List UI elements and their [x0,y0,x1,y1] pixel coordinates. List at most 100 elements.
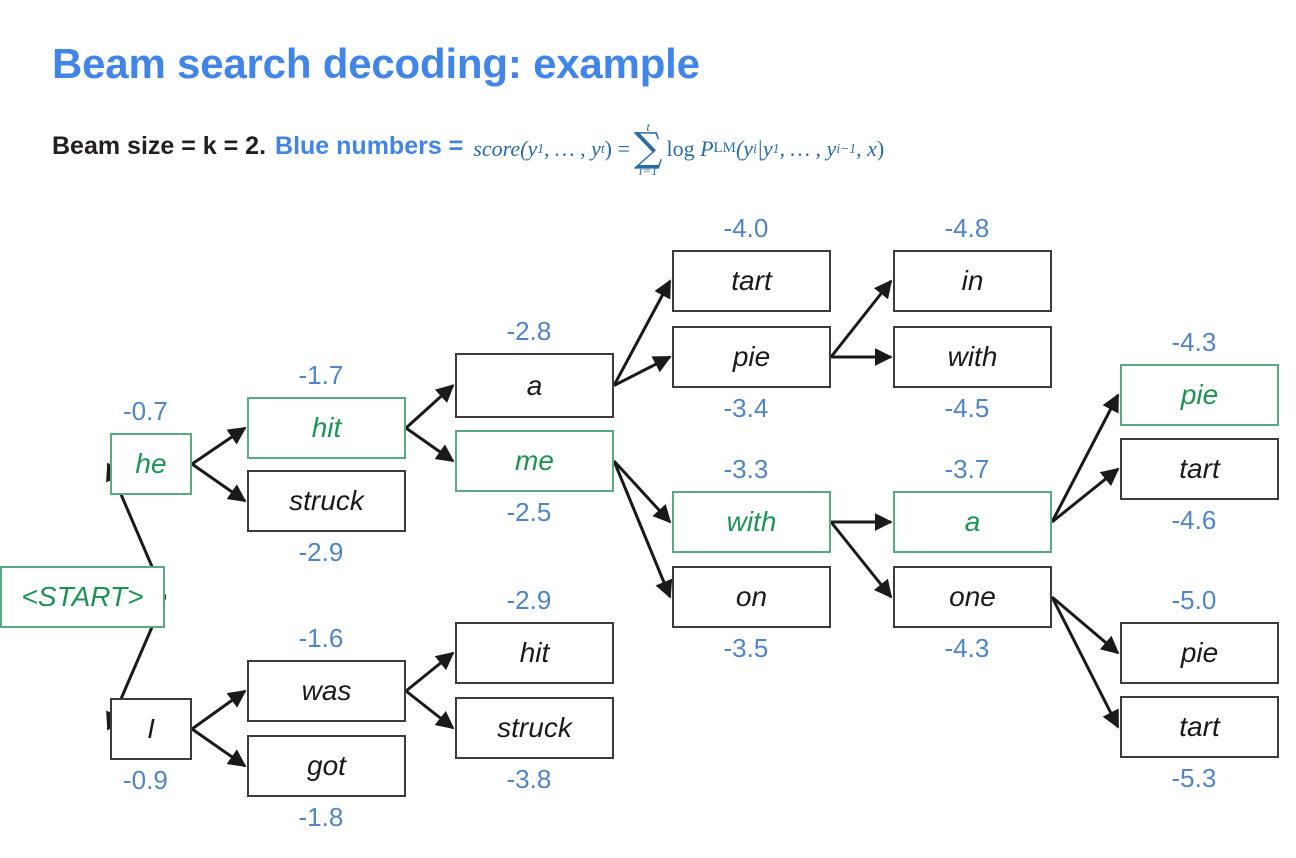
formula-p-sub: LM [713,140,736,156]
edge-a2-to-pie2 [1050,393,1120,523]
formula-lhs-mid: , … , y [544,135,601,161]
node-score-one: -4.3 [944,633,990,663]
edge-he-to-hit1 [191,426,247,466]
tree-node-pie1[interactable]: pie [672,326,831,388]
formula-args-mid: , … , y [779,135,837,161]
sigma-icon: ∑ [633,125,663,171]
tree-node-label: pie [1180,637,1219,668]
node-score-a1: -2.8 [506,316,552,346]
node-score-pie2: -4.3 [1171,327,1217,357]
formula-lhs-close: ) = [604,135,630,161]
tree-node-label: <START> [21,581,144,612]
tree-node-label: with [726,506,777,537]
formula-lhs: score(y [473,135,538,161]
summation-symbol: t ∑ i=1 [634,120,663,177]
node-score-struck1: -2.9 [298,537,344,567]
tree-node-label: tart [1179,711,1220,742]
formula-log: log [666,135,695,161]
formula-args-open: (y [735,135,754,161]
edge-hit1-to-me [405,426,455,463]
node-score-with2: -4.5 [944,393,990,423]
edge-a1-to-pie1 [613,355,672,387]
sum-lower-limit: i=1 [638,163,658,178]
edge-was-to-struck2 [405,689,455,730]
tree-node-pie3[interactable]: pie [1120,622,1279,684]
edge-hit1-to-a1 [404,384,455,430]
formula-p: P [700,135,714,161]
tree-node-struck2[interactable]: struck [455,697,614,759]
page-title: Beam search decoding: example [52,40,700,87]
node-score-with1: -3.3 [723,454,769,484]
node-score-i: -0.9 [123,765,168,795]
node-score-pie3: -5.0 [1171,585,1217,615]
beam-size-text: Beam size = k = 2. [52,131,267,160]
tree-node-tart3[interactable]: tart [1120,696,1279,758]
formula-args-close: ) [876,135,885,161]
node-score-hit1: -1.7 [298,360,344,390]
tree-node-label: a [526,369,543,401]
edge-he-to-struck1 [191,462,247,503]
formula-bar: |y [756,135,773,161]
tree-node-label: pie [732,341,771,372]
tree-node-hit1[interactable]: hit [247,397,406,459]
subtitle-row: Beam size = k = 2. Blue numbers = score(… [52,118,884,177]
tree-node-label: in [961,265,984,296]
tree-node-label: struck [497,712,572,743]
blue-numbers-label: Blue numbers = [275,131,464,160]
tree-node-got[interactable]: got [247,735,406,797]
node-score-pie1: -3.4 [723,393,769,423]
formula-lhs-sub1: 1 [537,140,545,156]
tree-node-label: got [307,750,346,781]
edge-a1-to-tart1 [612,279,672,387]
edge-pie1-to-in [829,279,893,358]
formula-args-sub1: i [753,140,757,156]
node-score-he: -0.7 [123,396,168,426]
tree-node-label: on [735,581,768,612]
tree-node-label: hit [519,637,550,668]
tree-node-label: me [515,445,554,476]
tree-node-on[interactable]: on [672,566,831,628]
tree-node-label: one [949,581,996,612]
tree-node-me[interactable]: me [455,430,614,492]
formula-args-sub2: 1 [772,140,780,156]
sum-upper-limit: t [646,119,650,134]
tree-node-label: tart [731,265,772,296]
edge-a2-to-tart2 [1051,467,1120,524]
edge-i-to-was [191,689,247,731]
tree-node-hit2[interactable]: hit [455,622,614,684]
tree-node-label: a [964,506,981,537]
tree-node-struck1[interactable]: struck [247,470,406,532]
tree-node-in[interactable]: in [893,250,1052,312]
tree-node-a1[interactable]: a [455,353,614,418]
formula-args-x: , x [856,135,877,161]
tree-node-label: was [301,675,352,706]
edge-i-to-got [191,727,247,768]
tree-node-tart2[interactable]: tart [1120,438,1279,500]
node-score-was: -1.6 [298,623,344,653]
tree-node-he[interactable]: he [110,433,192,495]
tree-node-with1[interactable]: with [672,491,831,553]
node-score-in: -4.8 [944,213,990,243]
node-score-a2: -3.7 [944,454,990,484]
node-score-tart2: -4.6 [1171,505,1217,535]
tree-node-was[interactable]: was [247,660,406,722]
tree-node-start[interactable]: <START> [0,566,165,628]
tree-node-label: I [147,713,155,744]
tree-node-tart1[interactable]: tart [672,250,831,312]
tree-node-label: hit [311,412,342,443]
node-score-on: -3.5 [723,633,769,663]
tree-node-one[interactable]: one [893,566,1052,628]
node-score-hit2: -2.9 [506,585,552,615]
tree-node-a2[interactable]: a [893,491,1052,553]
tree-node-i[interactable]: I [110,698,192,760]
tree-node-with2[interactable]: with [893,326,1052,388]
node-score-tart1: -4.0 [723,213,769,243]
node-score-tart3: -5.3 [1171,763,1217,793]
tree-node-label: with [947,341,998,372]
formula-lhs-sub2: t [600,140,605,156]
node-score-me: -2.5 [506,497,552,527]
edge-me-to-on [612,460,673,599]
tree-node-pie2[interactable]: pie [1120,364,1279,426]
